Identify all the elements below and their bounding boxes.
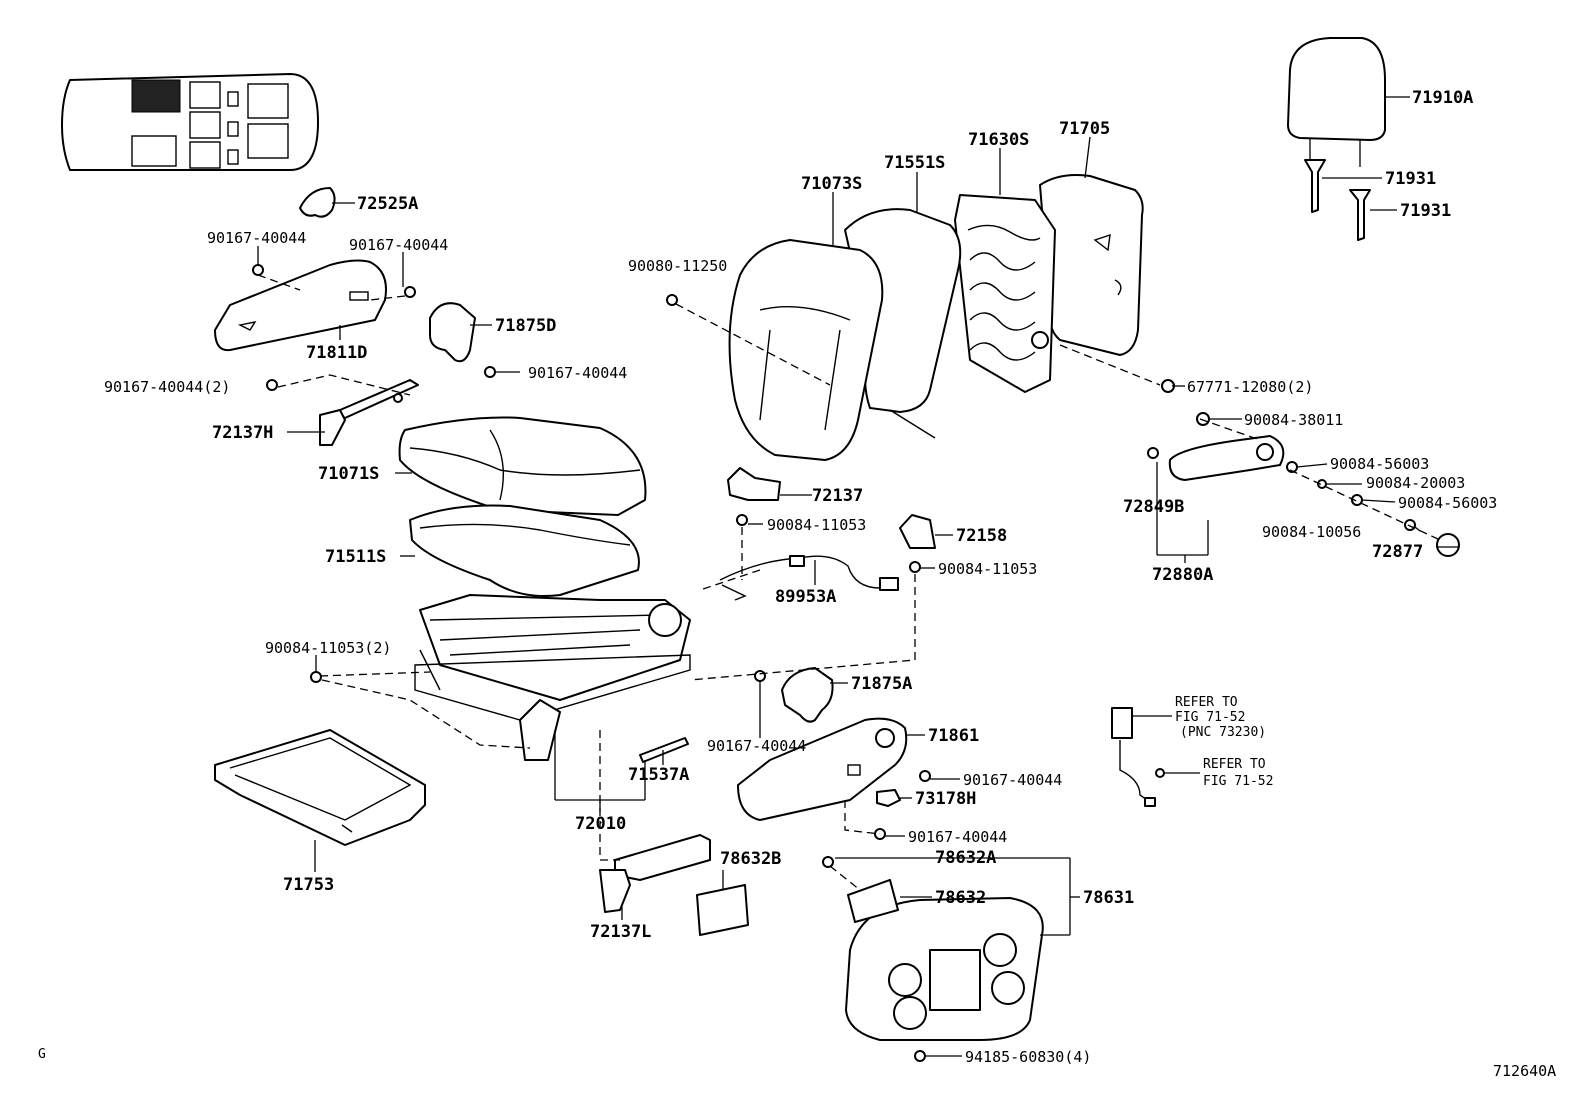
label-89953A[interactable]: 89953A: [775, 587, 836, 607]
label-72849B[interactable]: 72849B: [1123, 497, 1184, 517]
cover-72525a-drawing: [299, 187, 336, 218]
bracket-72137l-drawing: [599, 834, 711, 913]
seatback-frame-drawing: [954, 194, 1056, 393]
label-71910A[interactable]: 71910A: [1412, 88, 1473, 108]
bracket-72137h-drawing: [319, 379, 419, 446]
label-90084-11053-b[interactable]: 90084-11053: [938, 560, 1037, 578]
label-90167-40044-d[interactable]: 90167-40044: [707, 737, 806, 755]
label-90084-38011[interactable]: 90084-38011: [1244, 411, 1343, 429]
label-90080-11250[interactable]: 90080-11250: [628, 257, 727, 275]
seat-cushion-cover-drawing: [398, 416, 647, 516]
label-71705[interactable]: 71705: [1059, 119, 1110, 139]
label-71537A[interactable]: 71537A: [628, 765, 689, 785]
label-90084-10056[interactable]: 90084-10056: [1262, 523, 1361, 541]
svg-text:REFER TO: REFER TO: [1175, 695, 1238, 710]
label-90084-11053-a[interactable]: 90084-11053: [767, 516, 866, 534]
label-78631[interactable]: 78631: [1083, 888, 1134, 908]
label-71931-b[interactable]: 71931: [1400, 201, 1451, 221]
cover-71875d-drawing: [429, 302, 476, 363]
label-67771-12080-2[interactable]: 67771-12080(2): [1187, 378, 1313, 396]
label-90167-40044-f[interactable]: 90167-40044: [908, 828, 1007, 846]
refer-note-2: REFER TO FIG 71-52: [1203, 757, 1273, 789]
recliner-lever-drawing: [1147, 435, 1460, 557]
label-94185-60830-4[interactable]: 94185-60830(4): [965, 1048, 1091, 1066]
label-90084-11053-2[interactable]: 90084-11053(2): [265, 639, 391, 657]
label-78632A[interactable]: 78632A: [935, 848, 996, 868]
shield-outer-drawing: [737, 717, 908, 821]
label-90084-56003-b[interactable]: 90084-56003: [1398, 494, 1497, 512]
svg-text:REFER TO: REFER TO: [1203, 757, 1266, 772]
figure-number: 712640A: [1493, 1062, 1556, 1080]
label-71551S[interactable]: 71551S: [884, 153, 945, 173]
seatback-board-drawing: [1039, 174, 1144, 356]
label-72010[interactable]: 72010: [575, 814, 626, 834]
dashed-lines: [257, 274, 1441, 891]
label-78632B[interactable]: 78632B: [720, 849, 781, 869]
label-71630S[interactable]: 71630S: [968, 130, 1029, 150]
seatback-cover-drawing: [728, 239, 884, 461]
svg-text:(PNC 73230): (PNC 73230): [1180, 725, 1266, 740]
knob-73178h-drawing: [876, 789, 901, 807]
corner-mark: G: [38, 1047, 46, 1062]
label-71511S[interactable]: 71511S: [325, 547, 386, 567]
label-71811D[interactable]: 71811D: [306, 343, 367, 363]
label-90084-56003-a[interactable]: 90084-56003: [1330, 455, 1429, 473]
svg-text:FIG 71-52: FIG 71-52: [1175, 710, 1245, 725]
label-90167-40044-e[interactable]: 90167-40044: [963, 771, 1062, 789]
switch-bezel-drawing: [845, 879, 1044, 1041]
label-72137L[interactable]: 72137L: [590, 922, 651, 942]
bracket-72158-drawing: [899, 514, 936, 549]
connector-drawing: [1111, 707, 1156, 807]
label-72880A[interactable]: 72880A: [1152, 565, 1213, 585]
label-72137[interactable]: 72137: [812, 486, 863, 506]
label-71753[interactable]: 71753: [283, 875, 334, 895]
label-90167-40044-a[interactable]: 90167-40044: [207, 229, 306, 247]
label-71875A[interactable]: 71875A: [851, 674, 912, 694]
label-90167-40044-2[interactable]: 90167-40044(2): [104, 378, 230, 396]
label-71931-a[interactable]: 71931: [1385, 169, 1436, 189]
seat-adjuster-drawing: [414, 594, 691, 761]
cover-71875a-drawing: [781, 667, 834, 723]
label-72525A[interactable]: 72525A: [357, 194, 418, 214]
label-90084-20003[interactable]: 90084-20003: [1366, 474, 1465, 492]
seat-cushion-pad-drawing: [409, 504, 640, 597]
wire-harness-drawing: [719, 555, 899, 601]
label-73178H[interactable]: 73178H: [915, 789, 976, 809]
refer-note-1: REFER TO FIG 71-52 (PNC 73230): [1175, 695, 1266, 740]
svg-text:FIG 71-52: FIG 71-52: [1203, 774, 1273, 789]
label-71861[interactable]: 71861: [928, 726, 979, 746]
cover-71753-drawing: [214, 729, 426, 846]
bracket-72137-drawing: [727, 467, 781, 501]
label-71073S[interactable]: 71073S: [801, 174, 862, 194]
label-72877[interactable]: 72877: [1372, 542, 1423, 562]
label-78632[interactable]: 78632: [935, 888, 986, 908]
headrest-guide-drawing: [1304, 159, 1371, 241]
label-90167-40044-b[interactable]: 90167-40044: [349, 236, 448, 254]
label-71875D[interactable]: 71875D: [495, 316, 556, 336]
shield-inner-drawing: [214, 259, 387, 352]
label-71071S[interactable]: 71071S: [318, 464, 379, 484]
cover-78632b-drawing: [696, 884, 749, 936]
label-72158[interactable]: 72158: [956, 526, 1007, 546]
vehicle-locator-icon: [61, 73, 319, 171]
label-90167-40044-c[interactable]: 90167-40044: [528, 364, 627, 382]
label-72137H[interactable]: 72137H: [212, 423, 273, 443]
plate-71537a-drawing: [639, 737, 689, 763]
headrest-drawing: [1287, 37, 1386, 167]
